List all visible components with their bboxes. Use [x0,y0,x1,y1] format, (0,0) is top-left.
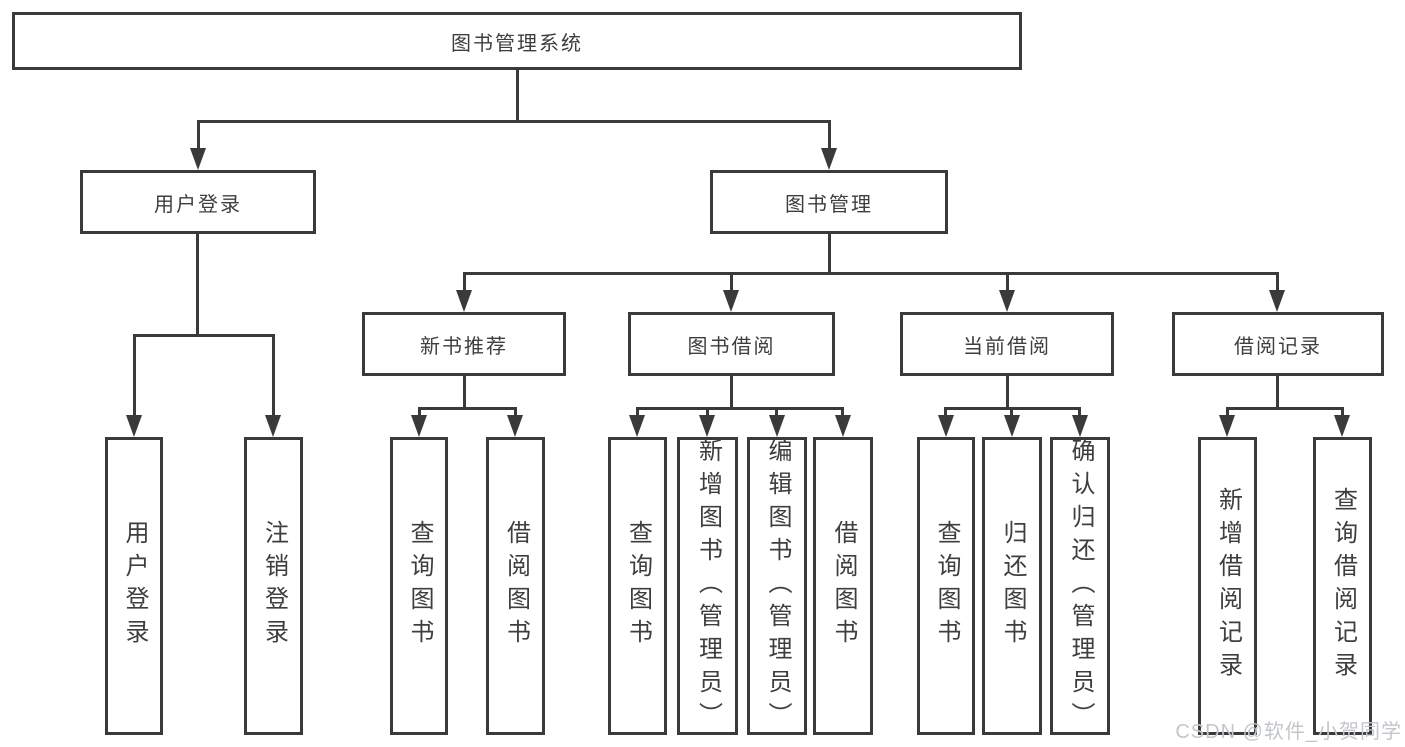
edge-to-leaf-bb-add [706,407,709,417]
arrowhead-leaf-cb-query [938,415,954,437]
arrowhead-new-book-rec [456,290,472,312]
node-user-login-label: 用户登录 [154,193,242,216]
leaf-newbook-query: 查询图书 [390,437,448,735]
leaf-record-query: 查询借阅记录 [1313,437,1372,735]
node-current-borrow-label: 当前借阅 [963,335,1051,358]
edge-root-to-user-login [197,120,200,150]
arrowhead-book-mgmt [821,148,837,170]
node-borrow-records: 借阅记录 [1172,312,1384,376]
edge-to-leaf-nb-query [418,407,421,417]
edge-to-leaf-cb-query [944,407,947,417]
edge-book-mgmt-branch [464,272,1279,275]
node-current-borrow: 当前借阅 [900,312,1114,376]
leaf-current-query: 查询图书 [917,437,975,735]
arrowhead-leaf-bb-edit [769,415,785,437]
arrowhead-current-borrow [999,290,1015,312]
arrowhead-leaf-bb-borrow [835,415,851,437]
edge-to-new-book-rec [463,272,466,292]
node-new-book-recommend: 新书推荐 [362,312,566,376]
edge-to-leaf-user-login [133,334,136,417]
leaf-borrow-add-book: 新增图书（管理员） [677,437,738,735]
edge-to-book-borrow [730,272,733,292]
edge-root-branch [197,120,831,123]
leaf-logout: 注销登录 [244,437,303,735]
edge-borrow-records-stem [1276,376,1279,410]
edge-user-login-branch [133,334,275,337]
arrowhead-borrow-records [1269,290,1285,312]
leaf-record-query-label: 查询借阅记录 [1329,487,1357,685]
edge-root-stem [516,70,519,122]
edge-book-borrow-branch [637,407,843,410]
arrowhead-leaf-br-query [1334,415,1350,437]
edge-to-leaf-bb-edit [775,407,778,417]
edge-root-to-book-mgmt [828,120,831,150]
node-root-label: 图书管理系统 [451,32,583,55]
leaf-borrow-edit-book-label: 编辑图书（管理员） [764,437,791,735]
node-book-management: 图书管理 [710,170,948,234]
arrowhead-leaf-bb-query [629,415,645,437]
leaf-user-login: 用户登录 [105,437,163,735]
csdn-watermark: CSDN @软件_小贺同学 [1175,721,1402,743]
leaf-newbook-query-label: 查询图书 [406,520,433,652]
node-root: 图书管理系统 [12,12,1022,70]
edge-new-book-rec-branch [419,407,516,410]
node-new-book-recommend-label: 新书推荐 [420,335,508,358]
arrowhead-leaf-nb-borrow [507,415,523,437]
leaf-record-add-label: 新增借阅记录 [1214,487,1242,685]
arrowhead-leaf-logout [265,415,281,437]
edge-to-leaf-nb-borrow [514,407,517,417]
node-book-management-label: 图书管理 [785,193,873,216]
arrowhead-leaf-nb-query [411,415,427,437]
arrowhead-leaf-cb-confirm [1072,415,1088,437]
edge-new-book-rec-stem [463,376,466,410]
arrowhead-leaf-user-login [126,415,142,437]
edge-to-leaf-br-add [1226,407,1229,417]
leaf-borrow-edit-book: 编辑图书（管理员） [747,437,807,735]
edge-to-current-borrow [1006,272,1009,292]
edge-to-leaf-bb-query [636,407,639,417]
leaf-current-confirm-return-label: 确认归还（管理员） [1067,437,1094,735]
leaf-current-query-label: 查询图书 [933,520,960,652]
arrowhead-user-login [190,148,206,170]
edge-to-leaf-bb-borrow [841,407,844,417]
node-user-login: 用户登录 [80,170,316,234]
leaf-current-return-label: 归还图书 [999,520,1026,652]
edge-user-login-stem [196,234,199,336]
edge-current-borrow-branch [946,407,1080,410]
leaf-logout-label: 注销登录 [260,520,288,652]
edge-to-leaf-cb-return [1010,407,1013,417]
node-borrow-records-label: 借阅记录 [1234,335,1322,358]
edge-to-leaf-logout [272,334,275,417]
node-book-borrow-label: 图书借阅 [687,335,776,358]
node-book-borrow: 图书借阅 [628,312,835,376]
leaf-record-add: 新增借阅记录 [1198,437,1257,735]
leaf-borrow-add-book-label: 新增图书（管理员） [694,437,722,735]
leaf-current-confirm-return: 确认归还（管理员） [1050,437,1110,735]
leaf-borrow-query-label: 查询图书 [624,520,652,652]
edge-current-borrow-stem [1006,376,1009,410]
edge-book-borrow-stem [730,376,733,410]
edge-book-mgmt-stem [828,234,831,274]
leaf-user-login-label: 用户登录 [121,520,148,652]
leaf-newbook-borrow: 借阅图书 [486,437,545,735]
edge-to-leaf-cb-confirm [1078,407,1081,417]
leaf-borrow-book-label: 借阅图书 [830,520,857,652]
leaf-current-return: 归还图书 [982,437,1042,735]
arrowhead-leaf-br-add [1219,415,1235,437]
edge-borrow-records-branch [1227,407,1343,410]
arrowhead-book-borrow [723,290,739,312]
leaf-newbook-borrow-label: 借阅图书 [502,520,530,652]
leaf-borrow-book: 借阅图书 [813,437,873,735]
edge-to-borrow-records [1276,272,1279,292]
edge-to-leaf-br-query [1341,407,1344,417]
arrowhead-leaf-bb-add [699,415,715,437]
arrowhead-leaf-cb-return [1004,415,1020,437]
leaf-borrow-query: 查询图书 [608,437,667,735]
